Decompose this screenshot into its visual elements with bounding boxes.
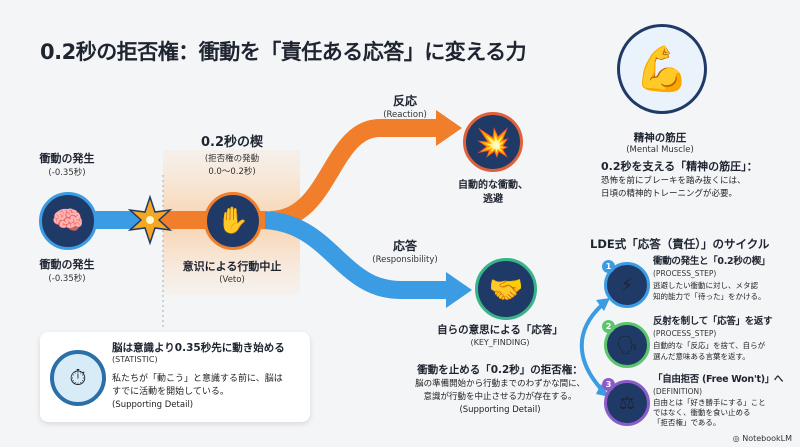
veto-label-en: (Veto): [219, 275, 245, 285]
step-number: 2: [602, 320, 615, 333]
response-path: [259, 211, 450, 299]
reaction-path: [269, 119, 440, 229]
impulse-bottom-label: 衝動の発生: [39, 258, 95, 271]
muscle-title: 精神の筋圧: [633, 132, 687, 144]
statistic-card: ⏱ 脳は意識より0.35秒先に動き始める (STATISTIC) 私たちが「動こ…: [40, 332, 310, 422]
impulse-top-time: (-0.35秒): [48, 168, 86, 178]
response-detail-title: 衝動を止める「0.2秒」の拒否権：: [417, 364, 583, 376]
stat-tag: (STATISTIC): [112, 355, 158, 364]
impulse-bottom-time: (-0.35秒): [48, 274, 86, 284]
muscle-heading: 0.2秒を支える「精神の筋圧」：: [601, 160, 758, 173]
impulse-top-label: 衝動の発生: [39, 152, 95, 165]
stop-hand-icon: ✋: [204, 192, 262, 250]
wedge-sub1: (拒否権の発動: [204, 154, 260, 164]
cycle-step-3: ⚖ 3 「自由拒否 (Free Won't)」へ (DEFINITION) 自由…: [600, 374, 800, 434]
step-body: ではなく、衝動を食い止める: [653, 408, 751, 417]
reaction-title: 反応: [392, 94, 418, 108]
stat-title: 脳は意識より0.35秒先に動き始める: [112, 342, 285, 354]
veto-label: 意识による行動中止: [182, 260, 282, 273]
response-result: 自らの意思による「応答」: [437, 324, 563, 336]
brain-icon: 🧠: [39, 192, 97, 250]
response-detail-tag: (Supporting Detail): [459, 405, 541, 415]
reaction-result-line1: 自動的な衝動、: [458, 180, 528, 191]
wedge-title: 0.2秒の楔: [200, 135, 264, 150]
step-title: 反射を制して「応答」を返す: [653, 316, 773, 327]
step-body: 自由とは「好き勝手にする」こと: [653, 398, 766, 407]
muscle-title-en: (Mental Muscle): [626, 145, 694, 155]
muscle-line2: 日頃の精神的トレーニングが必要。: [601, 189, 738, 199]
step-body: 「拒否権」である。: [653, 418, 721, 427]
stat-body-line1: 私たちが「動こう」と意識する前に、脳は: [112, 374, 283, 384]
step-title: 衝動の発生と「0.2秒の楔」: [653, 256, 771, 267]
reaction-result-line2: 逃避: [483, 194, 503, 205]
response-title-en: (Responsibility): [372, 255, 438, 265]
notebooklm-watermark: ◎ NotebookLM: [732, 434, 792, 443]
response-detail-line2: 意識が行動を中止させる力が存在する。: [423, 392, 577, 402]
step-tag: (PROCESS_STEP): [653, 329, 717, 338]
muscle-line1: 恐怖を前にブレーキを踏み抜くには、: [601, 176, 746, 186]
step-number: 3: [602, 378, 615, 391]
step-body: 知的能力で「待った」をかける。: [653, 292, 766, 301]
step-body: 選んだ意味ある言葉を返す。: [653, 352, 750, 361]
wedge-sub2: 0.0〜0.2秒): [208, 167, 256, 177]
stat-body-tag: (Supporting Detail): [112, 400, 194, 410]
cycle-title: LDE式「応答（責任）」のサイクル: [590, 237, 770, 251]
cycle-arrow: [579, 303, 604, 392]
step-number: 1: [602, 260, 615, 273]
response-arrowhead: [446, 272, 472, 308]
response-detail-line1: 脳の準備開始から行動までのわずかな間に、: [415, 379, 585, 389]
step-body: 自動的な「反応」を捨て、自らが: [653, 341, 766, 350]
response-tag: (KEY_FINDING): [470, 338, 530, 347]
cycle-step-2: 🗣 2 反射を制して「応答」を返す (PROCESS_STEP) 自動的な「反応…: [600, 316, 800, 376]
stopwatch-icon: ⏱: [50, 350, 106, 406]
stat-body-line2: すでに活動を開始している。: [112, 387, 229, 397]
reaction-arrowhead: [436, 110, 462, 146]
explosion-icon: 💥: [463, 112, 523, 172]
step-tag: (DEFINITION): [653, 387, 703, 396]
handshake-icon: 🤝: [475, 258, 537, 320]
step-tag: (PROCESS_STEP): [653, 269, 717, 278]
watermark-text: NotebookLM: [742, 434, 792, 443]
response-title: 応答: [392, 239, 418, 253]
step-title: 「自由拒否 (Free Won't)」へ: [653, 374, 784, 385]
step-body: 逃避したい衝動に対し、メタ認: [653, 281, 758, 290]
reaction-title-en: (Reaction): [383, 110, 427, 120]
flexing-man-icon: 💪: [617, 24, 707, 114]
cycle-step-1: ⚡ 1 衝動の発生と「0.2秒の楔」 (PROCESS_STEP) 逃避したい衝…: [600, 256, 800, 316]
page-title: 0.2秒の拒否権：衝動を「責任ある応答」に変える力: [40, 40, 527, 64]
